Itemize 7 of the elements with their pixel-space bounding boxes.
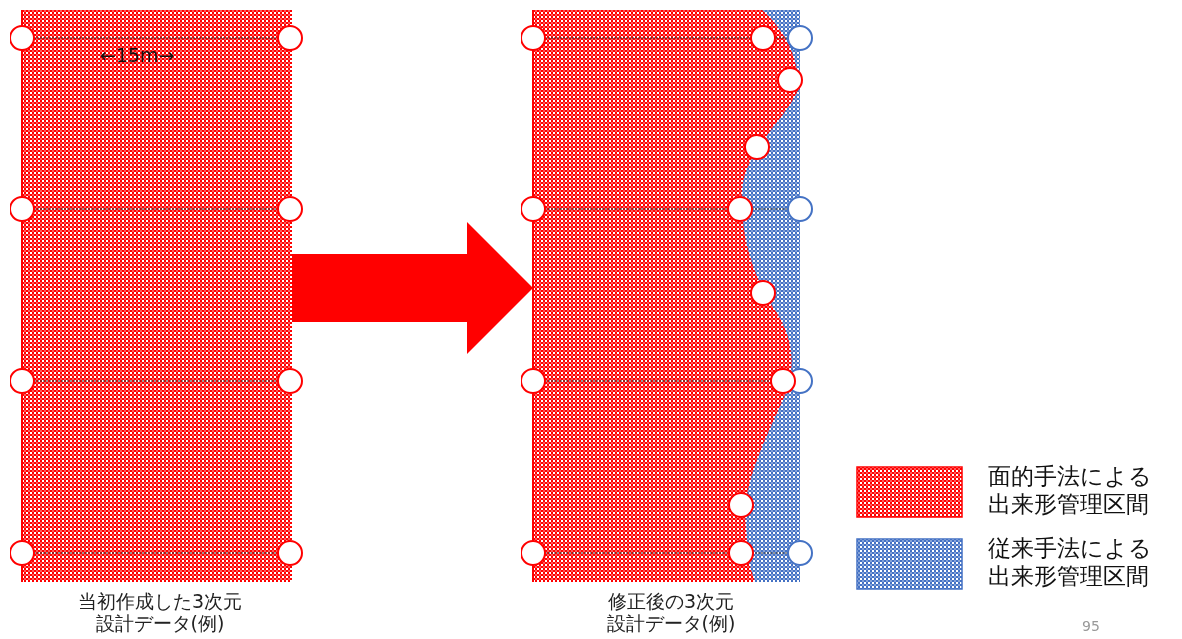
node-label: 修正後の3次元設計データ(例) (605, 590, 737, 634)
arrow (292, 222, 533, 354)
dimension-label: ←15m→ (100, 44, 175, 66)
legend-text: 面的手法による出来形管理区間 (988, 462, 1153, 518)
node-label: 当初作成した3次元設計データ(例) (76, 590, 244, 634)
legend-text: 従来手法による出来形管理区間 (988, 534, 1153, 590)
page-number: 95 (1082, 618, 1100, 634)
